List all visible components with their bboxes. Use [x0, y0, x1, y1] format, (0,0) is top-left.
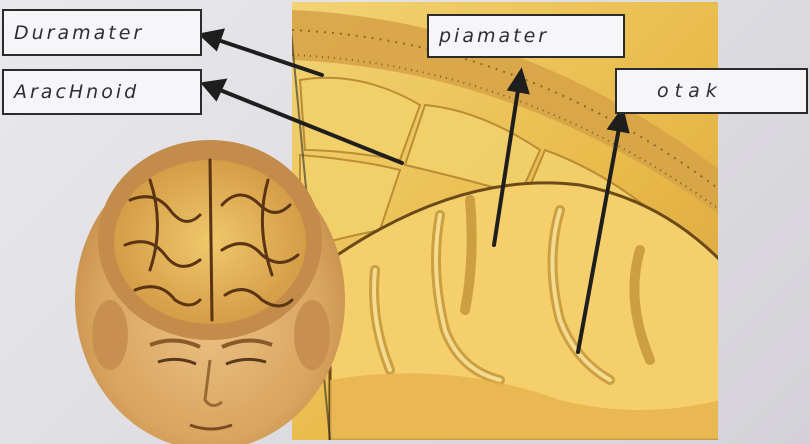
label-arachnoid: AracHnoid — [2, 69, 202, 115]
label-otak: otak — [615, 68, 808, 114]
label-duramater: Duramater — [2, 9, 202, 56]
label-piamater: piamater — [427, 14, 625, 58]
